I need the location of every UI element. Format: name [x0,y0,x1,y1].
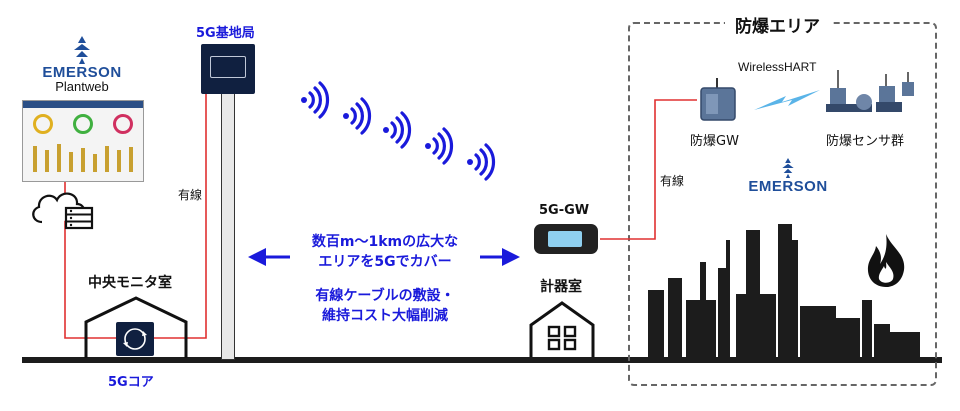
fire-icon [867,234,905,287]
wave-icon [301,81,330,119]
plantweb-dashboard [22,100,144,182]
ground-line [22,357,942,363]
core-label: 5Gコア [108,375,154,390]
cost-line-1: 有線ケーブルの敷設・ [315,288,455,304]
5g-core-box [116,322,154,356]
sync-arrows-icon [123,328,147,350]
wave-icon [467,143,496,181]
emerson-logo-right: EMERSON [742,158,834,195]
wave-icon [383,111,412,149]
hazard-sensors-device [826,70,914,112]
emerson-emblem-icon [782,158,794,178]
emerson-logo-left: EMERSON Plantweb [32,36,132,94]
emerson-brand: EMERSON [42,64,122,81]
gauge-icon [113,114,133,134]
5g-gateway-device [534,224,598,254]
base-station-label: 5G基地局 [196,26,255,41]
cost-line-2: 維持コスト大幅削減 [322,308,448,324]
coverage-line-1: 数百m～1kmの広大な [311,234,459,250]
cost-text: 有線ケーブルの敷設・ 維持コスト大幅削減 [290,286,480,326]
central-room-label: 中央モニタ室 [88,275,172,291]
coverage-text: 数百m～1kmの広大な エリアを5Gでカバー [290,232,480,272]
instrument-room-building [529,301,595,357]
wave-icon [425,127,454,165]
hazard-gw-device [700,78,736,121]
base-station-pole [221,92,235,360]
coverage-line-2: エリアを5Gでカバー [318,254,452,270]
wirelesshart-label: WirelessHART [738,60,817,74]
emerson-brand-right: EMERSON [748,178,828,195]
wired-label-right: 有線 [660,174,685,188]
central-room-building [84,296,188,358]
hazard-sensors-label: 防爆センサ群 [826,134,905,149]
dashboard-header [23,101,143,108]
hazard-area-title: 防爆エリア [725,12,830,37]
wireless-link-icon [754,90,820,110]
antenna-panel-icon [210,56,246,78]
gauge-icon [33,114,53,134]
emerson-emblem-icon [74,36,90,64]
plantweb-label: Plantweb [55,79,109,94]
base-station-unit [201,44,255,94]
refinery-silhouette [648,224,920,360]
hazard-gw-label: 防爆GW [690,134,739,149]
wired-label-left: 有線 [178,188,203,202]
gateway-label: 5G-GW [539,203,590,218]
gauge-icon [73,114,93,134]
wave-icon [343,97,372,135]
cloud-server-icon [32,192,94,230]
radio-waves [301,81,496,181]
instrument-room-label: 計器室 [540,279,582,295]
